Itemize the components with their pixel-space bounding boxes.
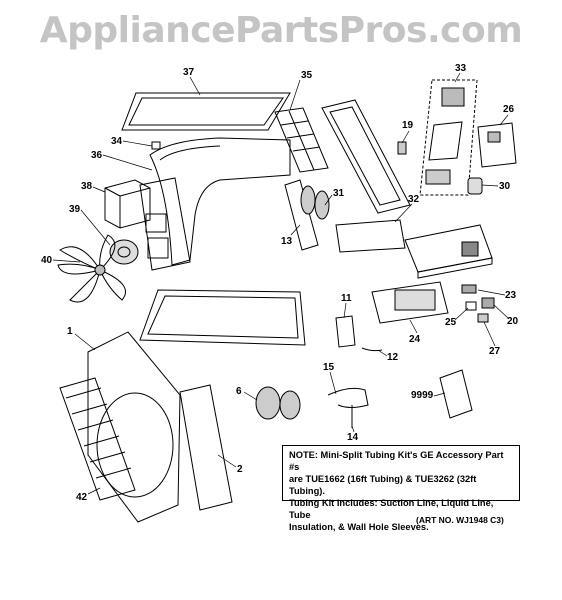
part-grille — [59, 377, 136, 501]
part-curved-housing — [149, 137, 291, 266]
part-base-pan — [139, 289, 306, 346]
callout-6: 6 — [236, 386, 242, 397]
callout-40: 40 — [41, 255, 53, 266]
callout-25: 25 — [445, 317, 457, 328]
callout-38: 38 — [81, 181, 93, 192]
callout-9999: 9999 — [411, 390, 434, 401]
callout-24: 24 — [409, 334, 421, 345]
callout-32: 32 — [408, 194, 420, 205]
callout-23: 23 — [505, 290, 517, 301]
part-compressor — [255, 386, 301, 420]
part-sensor — [361, 347, 383, 352]
part-tubing — [327, 387, 369, 428]
callout-12: 12 — [387, 352, 399, 363]
callout-37: 37 — [183, 67, 195, 78]
part-bracket — [335, 315, 356, 348]
part-control-board — [419, 79, 478, 196]
part-terminal-parts — [461, 284, 495, 323]
part-display-board — [477, 122, 517, 168]
art-number: (ART NO. WJ1948 C3) — [416, 515, 504, 525]
note-line-2: are TUE1662 (16ft Tubing) & TUE3262 (32f… — [289, 474, 477, 496]
part-relay — [397, 141, 407, 155]
callout-39: 39 — [69, 204, 81, 215]
callout-30: 30 — [499, 181, 511, 192]
callout-36: 36 — [91, 150, 103, 161]
callout-26: 26 — [503, 104, 515, 115]
tubing-kit-note: NOTE: Mini-Split Tubing Kit's GE Accesso… — [282, 445, 520, 532]
callout-1: 1 — [67, 326, 73, 337]
leader-lines — [52, 72, 509, 495]
part-evaporator-grid — [274, 107, 329, 173]
part-manual-sheet — [439, 369, 473, 419]
callout-33: 33 — [455, 63, 467, 74]
callout-20: 20 — [507, 316, 519, 327]
callout-27: 27 — [489, 346, 501, 357]
callout-14: 14 — [347, 432, 359, 443]
note-line-1: NOTE: Mini-Split Tubing Kit's GE Accesso… — [289, 450, 504, 472]
watermark: AppliancePartsPros.com — [39, 10, 523, 51]
part-front-frame — [87, 331, 181, 523]
part-capacitor — [467, 177, 483, 195]
part-fan-motor — [109, 239, 139, 265]
part-clip — [151, 141, 161, 150]
callout-34: 34 — [111, 136, 123, 147]
part-motor-box — [104, 179, 151, 229]
note-line-4: Insulation, & Wall Hole Sleeves. — [289, 522, 429, 532]
callout-19: 19 — [402, 120, 414, 131]
part-fan-blade — [57, 234, 126, 303]
part-side-panel — [321, 99, 411, 214]
callout-13: 13 — [281, 236, 293, 247]
part-top-panel — [121, 92, 291, 131]
part-electrical-box — [404, 224, 493, 279]
part-fan-bracket — [139, 177, 191, 271]
part-filter-plate — [335, 219, 406, 253]
part-right-side-panel — [179, 384, 233, 511]
callout-42: 42 — [76, 492, 88, 503]
part-terminal-block — [371, 281, 449, 324]
part-valve-assembly — [284, 179, 330, 251]
callout-15: 15 — [323, 362, 335, 373]
callout-labels: 37 35 33 34 36 19 26 38 31 30 39 32 13 4… — [41, 63, 519, 503]
callout-2: 2 — [237, 464, 243, 475]
callout-35: 35 — [301, 70, 313, 81]
callout-31: 31 — [333, 188, 345, 199]
callout-11: 11 — [341, 293, 352, 304]
note-line-3: Tubing Kit Includes: Suction Line, Liqui… — [289, 498, 494, 520]
